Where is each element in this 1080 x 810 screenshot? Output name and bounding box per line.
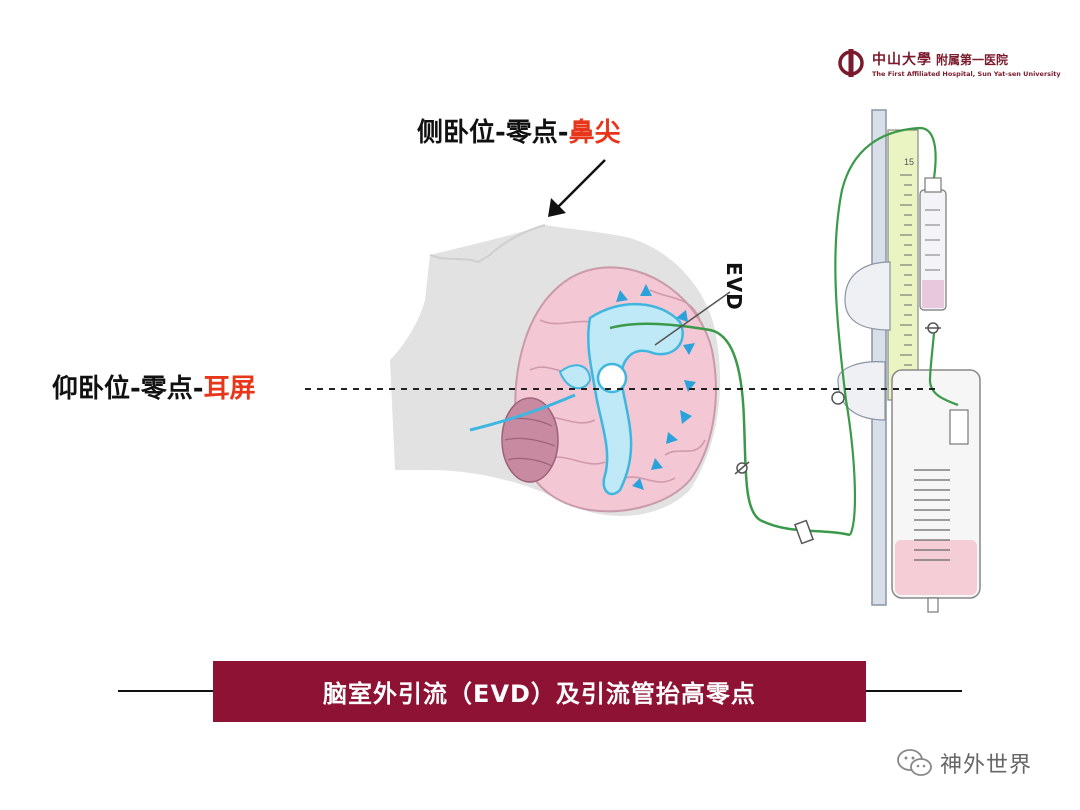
scale-ticks <box>900 174 912 366</box>
side-position-zero-label: 侧卧位-零点-鼻尖 <box>417 118 621 148</box>
iv-pole <box>871 109 887 606</box>
clamp-knob <box>831 391 845 405</box>
drip-chamber-ticks <box>925 209 940 271</box>
fourth-ventricle <box>558 364 592 390</box>
hospital-name-cn: 中山大學附属第一医院 <box>872 52 1009 68</box>
evd-pointer-line <box>654 291 731 346</box>
drip-chamber-cap <box>924 177 942 193</box>
caption-line-right <box>866 690 962 692</box>
watermark: 神外世界 <box>896 746 1032 780</box>
evd-label: EVD <box>722 262 746 311</box>
wechat-icon <box>897 749 932 776</box>
connection-tube <box>834 126 959 536</box>
scale-mark-text: 15 <box>904 157 914 167</box>
caption-banner: 脑室外引流（EVD）及引流管抬高零点 <box>213 661 866 722</box>
hospital-name-en: The First Affiliated Hospital, Sun Yat-s… <box>872 70 1061 78</box>
hospital-emblem-icon <box>838 49 864 77</box>
bag-outlet <box>927 597 939 613</box>
pressure-arrows <box>616 284 696 490</box>
aqueduct <box>469 393 576 432</box>
drainage-bag-fluid <box>895 540 977 595</box>
drainage-bag-ticks <box>914 469 950 561</box>
hospital-logo: 中山大學附属第一医院 The First Affiliated Hospital… <box>836 46 1061 86</box>
third-ventricle <box>596 362 628 394</box>
stopcock-2 <box>925 322 941 334</box>
evd-catheter <box>609 322 851 537</box>
brain-gyri <box>529 289 706 483</box>
bag-port <box>949 409 969 445</box>
face-profile <box>429 224 546 264</box>
supine-position-zero-label: 仰卧位-零点-耳屏 <box>52 374 256 404</box>
side-zero-arrow-head <box>548 198 566 217</box>
watermark-text: 神外世界 <box>940 753 1033 778</box>
lateral-ventricle <box>587 302 684 496</box>
drip-chamber-fluid <box>922 280 944 308</box>
stopcock-1 <box>734 461 750 475</box>
pole-bracket <box>844 261 891 331</box>
tube-clamp <box>793 519 815 545</box>
side-zero-arrow-line <box>555 159 606 210</box>
caption-line-left <box>118 690 213 692</box>
cerebellum <box>501 397 559 483</box>
